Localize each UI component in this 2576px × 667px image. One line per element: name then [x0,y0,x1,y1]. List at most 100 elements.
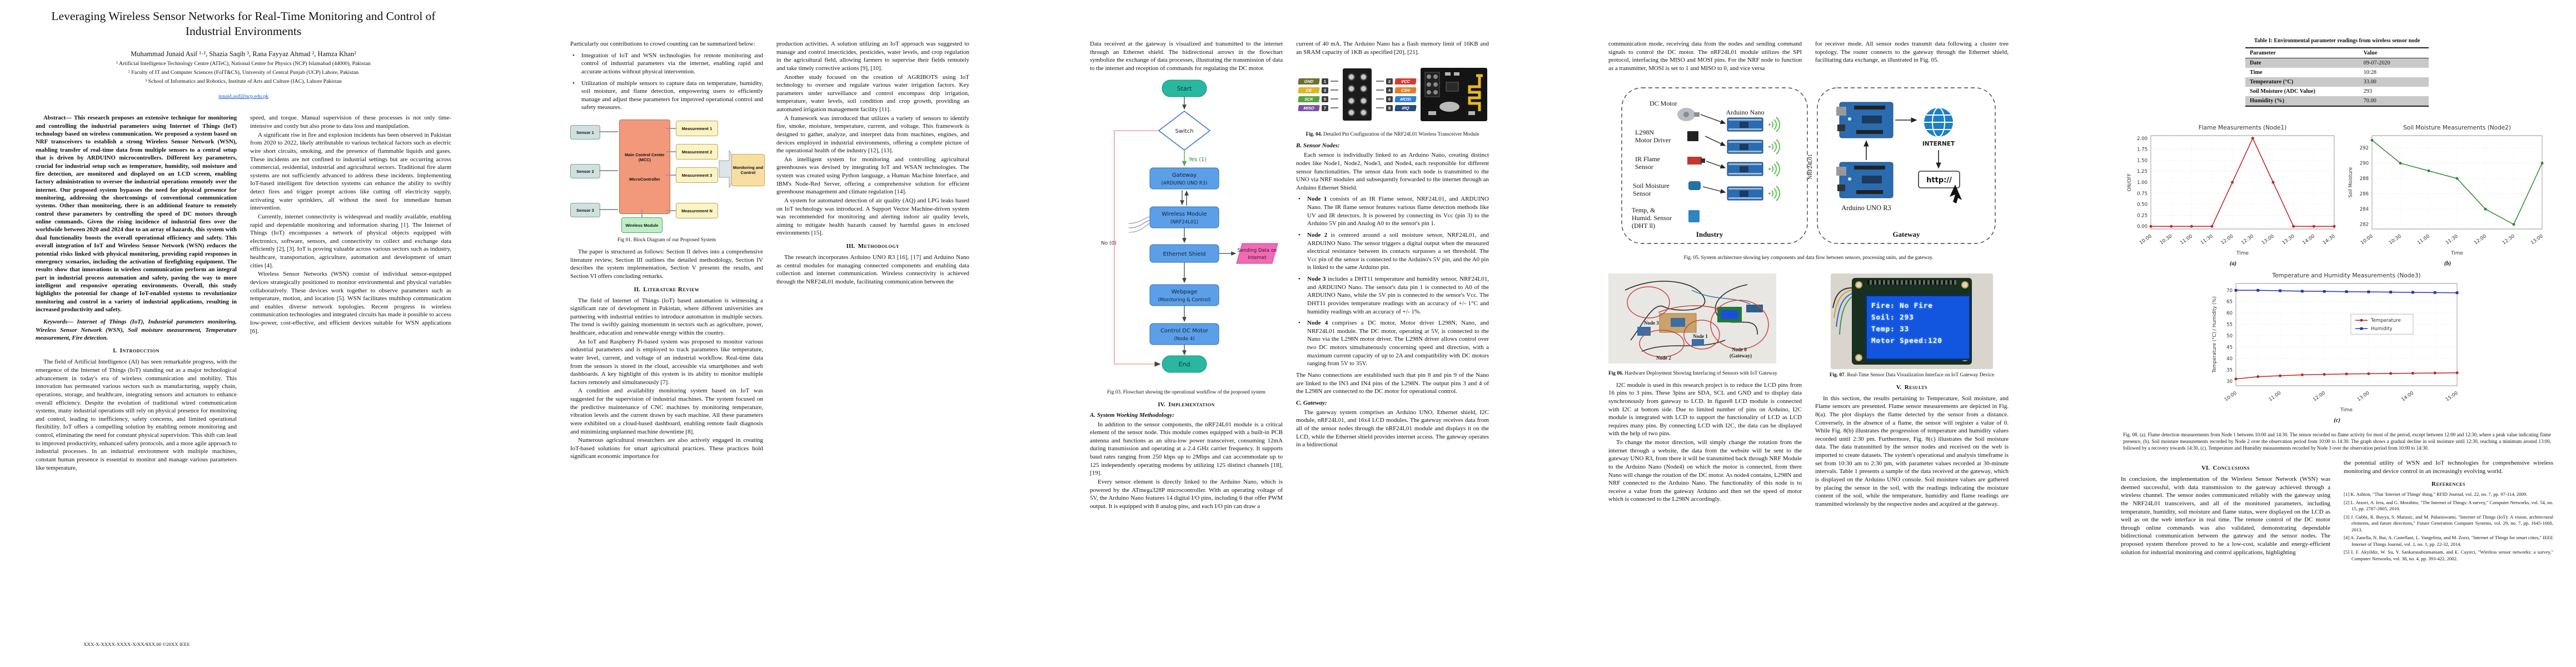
fig01-sensor2: Sensor 2 [570,164,600,178]
section-heading: II. Literature Review [634,286,700,293]
svg-text:ON/OFF: ON/OFF [2127,173,2132,191]
fig01-measurement3: Measurement 3 [676,167,718,183]
svg-text:0.25: 0.25 [2137,213,2148,218]
svg-text:Time: Time [2340,407,2353,413]
svg-text:Soil Moisture: Soil Moisture [2348,167,2354,198]
fig06-caption: Fig 06. Hardware Deployment Showing Inte… [1608,370,1777,376]
svg-text:286: 286 [2360,192,2369,197]
p3-col1-top: Data received at the gateway is visualiz… [1090,40,1283,73]
fig01-measurement1: Measurement 1 [676,121,718,136]
svg-text:70: 70 [2226,288,2233,293]
svg-text:65: 65 [2226,300,2233,305]
paragraph: I2C module is used in this research proj… [1608,381,1802,437]
affiliation-2: ² Faculty of IT and Computer Sciences (F… [128,69,359,76]
svg-text:IR Flame: IR Flame [1635,155,1660,163]
lcd-line: Fire: No Fire [1871,301,1933,310]
svg-text:13:00: 13:00 [2530,233,2544,246]
svg-text:60: 60 [2226,311,2233,316]
nrf-photo [1421,68,1487,122]
fig03-flowchart: No (0) Start Switch Yes (1) Gateway (ARD… [1101,79,1278,372]
lcd-line: Motor Speed:120 [1871,336,1942,345]
svg-text:Sensor: Sensor [1633,190,1651,197]
svg-text:DC Motor: DC Motor [1650,99,1677,107]
svg-text:10:00: 10:00 [2224,390,2238,402]
paragraph: Currently, internet connectivity is wide… [250,213,451,269]
lcd-line: Soil: 293 [1871,312,1914,321]
svg-text:Time: Time [2236,251,2249,256]
paragraph: Data received at the gateway is visualiz… [1090,41,1283,72]
reference-item: [3] J. Gubbi, R. Buyya, S. Marusic, and … [2344,514,2553,532]
svg-text:50: 50 [2226,334,2233,339]
svg-text:Control DC Motor: Control DC Motor [1160,328,1209,334]
paragraph: Another study focused on the creation of… [776,73,969,113]
table1: Table I: Environmental parameter reading… [2226,38,2448,107]
p3-col2-top: current of 40 mA. The Arduino Nano has a… [1296,40,1489,56]
paragraph: Every sensor element is directly linked … [1090,478,1283,510]
page-title: Leveraging Wireless Sensor Networks for … [51,9,436,38]
nrf-module-icon [1343,68,1372,121]
svg-text:12:00: 12:00 [2312,390,2326,402]
svg-text:Temperature: Temperature [2370,318,2401,323]
fig01-monitoring-box: Monitoring and Control [731,154,765,186]
fig04-caption: Fig. 04. Detailed Pin Configuration of t… [1306,132,1479,138]
svg-text:1.75: 1.75 [2137,147,2148,153]
email-link[interactable]: junaid.asif@ncp.edu.pk [218,94,269,100]
svg-text:0.50: 0.50 [2137,202,2148,208]
paragraph: A framework was introduced that utilizes… [776,115,969,155]
svg-text:14:30: 14:30 [2322,233,2336,246]
bullet-item: Node 4 comprises a DC motor, Motor drive… [1296,319,1489,368]
fig05-caption: Fig. 05. System architecture showing key… [1683,255,1934,261]
fig03-switch: Switch [1175,128,1193,135]
fig05-system-architecture: DC Motor L298N Motor Driver IR Flame Sen… [1621,87,1996,244]
fig01-measurement2: Measurement 2 [676,144,718,160]
subsection-heading: C. Gateway: [1296,399,1327,406]
p3-col2-bottom: B. Sensor Nodes: Each sensor is individua… [1296,142,1489,449]
fig07-caption: Fig. 07. Real-Time Sensor Data Visualiza… [1829,372,1995,378]
subsection-heading: B. Sensor Nodes: [1296,142,1340,150]
svg-text:11:00: 11:00 [2416,233,2431,246]
svg-text:Webpage: Webpage [1172,289,1198,295]
svg-text:(ARDUINO UNO R3): (ARDUINO UNO R3) [1162,181,1208,186]
table1-title: Table I: Environmental parameter reading… [2254,38,2420,44]
section-heading: References [2431,481,2465,488]
paragraph: The paper is structured as follows: Sect… [570,248,763,280]
table-row: Humidity (%)70.00 [2245,96,2429,106]
svg-text:1.25: 1.25 [2137,169,2148,175]
fig05-internet-label: INTERNET [1922,141,1955,147]
svg-text:15:00: 15:00 [2445,390,2459,402]
paragraph: speed, and torque. Manual supervision of… [250,115,451,130]
paragraph: Each sensor is individually linked to an… [1296,152,1489,191]
svg-text:Node 3: Node 3 [1644,320,1659,326]
svg-text:10:00: 10:00 [2139,233,2153,246]
svg-text:10:30: 10:30 [2159,233,2174,246]
svg-text:Temperature and Humidity Measu: Temperature and Humidity Measurements (N… [2271,272,2420,279]
fig05-nrf-label: NRF24L01 [1807,154,1813,180]
svg-text:Time: Time [2450,251,2463,256]
svg-text:30: 30 [2226,379,2233,385]
paragraph: To change the motor direction, will simp… [1608,439,1802,503]
paragraph: The field of Artificial Intelligence (AI… [36,359,237,471]
svg-text:(Gateway): (Gateway) [1730,353,1752,359]
paragraph: the potential utility of WSN and IoT tec… [2344,460,2553,475]
svg-text:13:00: 13:00 [2261,233,2275,246]
bullet-item: Integration of IoT and WSN technologies … [570,52,763,76]
svg-text:Node 1: Node 1 [1693,334,1708,339]
svg-text:10:00: 10:00 [2360,233,2374,246]
svg-text:35: 35 [2226,367,2233,373]
svg-text:14:00: 14:00 [2301,233,2316,246]
svg-text:12:00: 12:00 [2473,233,2488,246]
svg-text:0.00: 0.00 [2137,224,2148,230]
svg-text:Internet: Internet [1248,255,1267,261]
svg-text:Sensor: Sensor [1635,163,1653,171]
paragraph: In conclusion, the implementation of the… [2121,476,2330,556]
keywords: Keywords— Internet of Things (IoT), Indu… [36,318,237,342]
svg-text:288: 288 [2360,176,2369,182]
